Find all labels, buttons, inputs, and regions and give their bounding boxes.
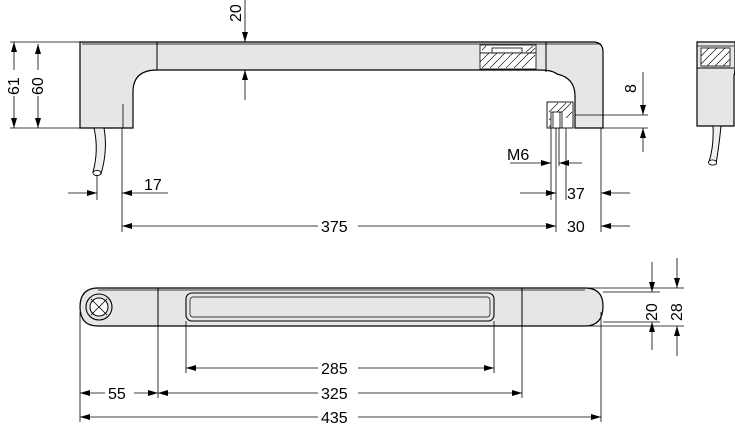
- handle-body: [79, 41, 604, 129]
- dim-inner-width: 20: [644, 303, 661, 321]
- dim-slot-length: 285: [321, 361, 348, 378]
- dim-grip-thickness: 20: [228, 4, 245, 22]
- elevation-dimensions: 61 60 20 8 M6: [5, 0, 648, 236]
- dim-end-offset: 37: [567, 186, 585, 203]
- threaded-boss: [546, 101, 574, 129]
- dim-grip-height: 60: [30, 77, 47, 95]
- plan-slot: [185, 292, 495, 322]
- dim-outer-width: 28: [669, 303, 686, 321]
- handle-plan-view: [79, 287, 604, 327]
- handle-side-view: [696, 41, 735, 166]
- section-insert: [479, 44, 537, 70]
- dim-thread-length: 8: [623, 84, 640, 93]
- handle-elevation-view: [79, 41, 604, 177]
- dim-overall-height: 61: [6, 77, 23, 95]
- dim-thread-size: M6: [507, 147, 529, 164]
- dim-leg-offset: 17: [144, 177, 162, 194]
- dim-overall-length: 435: [321, 410, 348, 426]
- dim-center-distance: 375: [321, 219, 348, 236]
- dim-end-width: 30: [567, 219, 585, 236]
- plan-dimensions: 285 55 325 435 20 28: [79, 258, 686, 426]
- dim-end-length: 55: [108, 386, 126, 403]
- mounting-pin: [92, 127, 106, 175]
- dim-pad-length: 325: [321, 386, 348, 403]
